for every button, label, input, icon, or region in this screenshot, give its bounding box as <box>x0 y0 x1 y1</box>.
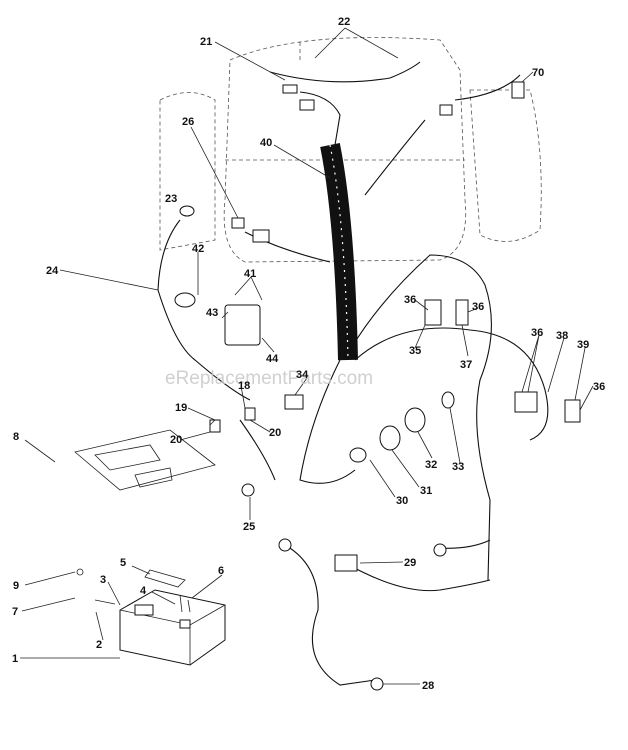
callout-20-right: 20 <box>269 427 281 439</box>
callout-5: 5 <box>120 557 126 569</box>
battery-tray <box>74 429 216 491</box>
callout-36-far-right: 36 <box>593 381 605 393</box>
harness-loom <box>320 143 358 361</box>
callout-43: 43 <box>206 307 218 319</box>
callout-6: 6 <box>218 565 224 577</box>
callout-30: 30 <box>396 495 408 507</box>
callout-35: 35 <box>409 345 421 357</box>
callout-37: 37 <box>460 359 472 371</box>
callout-34: 34 <box>296 369 309 381</box>
callout-24: 24 <box>46 265 59 277</box>
callout-42: 42 <box>192 243 204 255</box>
callout-41: 41 <box>244 268 256 280</box>
callout-36-upper-left: 36 <box>404 294 416 306</box>
callout-1: 1 <box>12 653 18 665</box>
battery-assembly <box>76 568 226 666</box>
callout-18: 18 <box>238 380 250 392</box>
callout-28: 28 <box>422 680 434 692</box>
callout-19: 19 <box>175 402 187 414</box>
callout-3: 3 <box>100 574 106 586</box>
tractor-frame-outline <box>159 37 542 263</box>
callout-9: 9 <box>13 580 19 592</box>
callout-26: 26 <box>182 116 194 128</box>
callout-4: 4 <box>140 585 147 597</box>
callout-33: 33 <box>452 461 464 473</box>
callout-31: 31 <box>420 485 432 497</box>
wire-runs <box>157 61 549 686</box>
callout-2: 2 <box>96 639 102 651</box>
callout-25: 25 <box>243 521 255 533</box>
callout-23: 23 <box>165 193 177 205</box>
callout-21: 21 <box>200 36 212 48</box>
callout-labels: 22 21 70 26 40 23 42 41 24 43 44 36 35 3… <box>12 16 605 692</box>
watermark: eReplacementParts.com <box>165 368 373 389</box>
callout-7: 7 <box>12 606 18 618</box>
callout-29: 29 <box>404 557 416 569</box>
components <box>174 81 581 691</box>
callout-44: 44 <box>266 353 279 365</box>
callout-36-upper-right: 36 <box>472 301 484 313</box>
callout-8: 8 <box>13 431 19 443</box>
callout-22: 22 <box>338 16 350 28</box>
callout-36-right: 36 <box>531 327 543 339</box>
callout-32: 32 <box>425 459 437 471</box>
callout-20-left: 20 <box>170 434 182 446</box>
callout-39: 39 <box>577 339 589 351</box>
callout-70: 70 <box>532 67 544 79</box>
callout-40: 40 <box>260 137 272 149</box>
callout-38: 38 <box>556 330 568 342</box>
leader-lines <box>20 27 594 685</box>
